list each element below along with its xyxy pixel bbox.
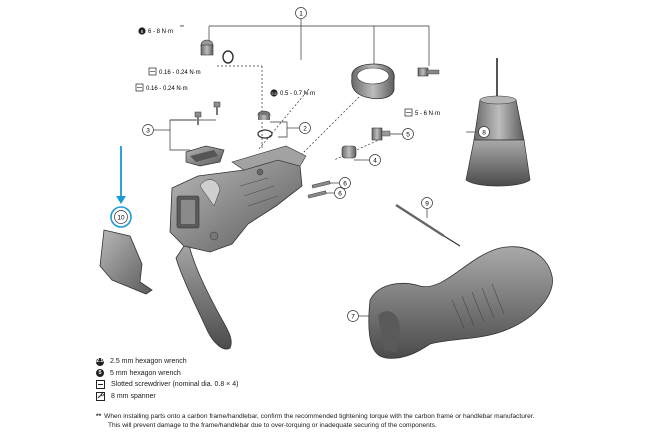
torque-label-clamp: 5 - 6 N·m [404, 108, 440, 117]
callout-10: 10 [114, 210, 128, 224]
legend-row-spanner: 8 mm spanner [96, 391, 656, 403]
svg-text:1: 1 [299, 11, 303, 18]
svg-text:3: 3 [146, 128, 150, 135]
screw-parts [194, 101, 221, 125]
callouts: 1 2 3 4 5 6 6 7 8 9 10 [114, 7, 490, 322]
legend-text: 5 mm hexagon wrench [110, 369, 181, 377]
legend-row-hex-2.5: 2.5 2.5 mm hexagon wrench [96, 356, 656, 368]
callout-3: 3 [142, 124, 154, 136]
svg-text:0.5 - 0.7 N·m: 0.5 - 0.7 N·m [280, 91, 315, 97]
legend-text: 2.5 mm hexagon wrench [110, 358, 187, 366]
callout-6b: 6 [334, 187, 346, 199]
svg-text:9: 9 [425, 201, 429, 208]
band-clamp [351, 63, 440, 100]
svg-text:2: 2 [303, 126, 307, 133]
part-10-cover [99, 229, 153, 295]
legend-text: 8 mm spanner [111, 392, 156, 400]
torque-labels: 5 6 - 8 N·m ** 0.16 - 0.24 N·m 0.16 - 0.… [135, 25, 440, 117]
svg-text:7: 7 [351, 314, 355, 321]
callout-8: 8 [478, 126, 490, 138]
shift-lever-assembly [169, 145, 307, 350]
svg-text:5: 5 [406, 132, 410, 139]
note-line-2: This will prevent damage to the frame/ha… [108, 422, 437, 429]
leader-lines [154, 19, 478, 317]
part-2-nut [257, 110, 273, 139]
carbon-warning-note: **When installing parts onto a carbon fr… [96, 412, 656, 430]
slotted-screwdriver-icon [96, 380, 105, 390]
part-8-tool [465, 58, 531, 187]
callout-2: 2 [299, 122, 311, 134]
legend-text: Slotted screwdriver (nominal dia. 0.8 × … [111, 381, 239, 389]
callout-5: 5 [402, 128, 414, 140]
svg-text:0.16 - 0.24 N·m: 0.16 - 0.24 N·m [146, 86, 188, 92]
note-mark: ** [96, 413, 102, 420]
callout-1: 1 [295, 7, 307, 19]
svg-text:**: ** [180, 25, 184, 31]
torque-label-nut: 2.5 0.5 - 0.7 N·m [270, 89, 315, 97]
svg-text:4: 4 [373, 158, 377, 165]
svg-text:5 - 6 N·m: 5 - 6 N·m [415, 111, 440, 117]
callout-9: 9 [421, 197, 433, 209]
svg-text:6: 6 [338, 191, 342, 198]
svg-text:6 - 8 N·m: 6 - 8 N·m [148, 29, 173, 35]
part-5-bolt [371, 127, 391, 141]
svg-text:6: 6 [343, 181, 347, 188]
part-4-collar [341, 145, 357, 159]
legend-row-screwdriver: Slotted screwdriver (nominal dia. 0.8 × … [96, 379, 656, 391]
hex-wrench-2.5-icon: 2.5 [96, 357, 104, 366]
svg-text:5: 5 [141, 29, 144, 34]
part-10-indicator [110, 146, 132, 228]
torque-label-bolt: 5 6 - 8 N·m ** [138, 25, 184, 35]
svg-text:8: 8 [482, 130, 486, 137]
torque-label-screw-2: 0.16 - 0.24 N·m [135, 83, 188, 92]
part-6-screws [307, 180, 331, 199]
bracket-part [185, 145, 225, 167]
part-7-grip-cover [368, 246, 553, 359]
callout-6a: 6 [339, 177, 351, 189]
part-9-screwdriver [395, 203, 461, 247]
spanner-icon [96, 391, 105, 401]
hex-wrench-5-icon: 5 [96, 369, 104, 378]
legend-row-hex-5: 5 5 mm hexagon wrench [96, 368, 656, 380]
torque-label-screw-1: 0.16 - 0.24 N·m [148, 67, 201, 76]
svg-text:0.16 - 0.24 N·m: 0.16 - 0.24 N·m [159, 70, 201, 76]
tool-legend: 2.5 2.5 mm hexagon wrench 5 5 mm hexagon… [96, 356, 656, 402]
bolt-and-washer [200, 39, 234, 64]
svg-text:2.5: 2.5 [271, 92, 276, 96]
callout-7: 7 [347, 310, 359, 322]
callout-4: 4 [369, 154, 381, 166]
note-line-1: When installing parts onto a carbon fram… [104, 413, 535, 420]
svg-text:10: 10 [117, 215, 125, 222]
